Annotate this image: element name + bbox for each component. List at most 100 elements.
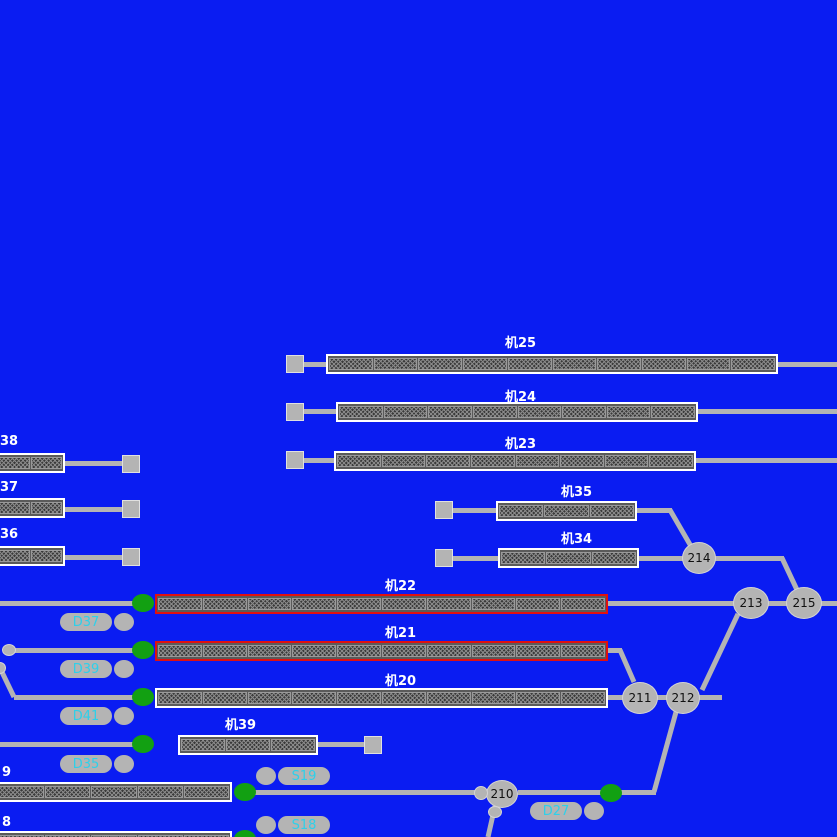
track-line: [820, 601, 837, 606]
signal-label-d39[interactable]: D39: [60, 660, 112, 678]
signal-lamp[interactable]: [114, 707, 134, 725]
end-square[interactable]: [286, 403, 304, 421]
track-segment: [292, 598, 337, 610]
track-label-34: 机34: [561, 532, 593, 547]
end-square[interactable]: [122, 455, 140, 473]
track-segment: [202, 692, 247, 704]
switch-small-node[interactable]: [474, 786, 488, 800]
track-segment: [158, 692, 202, 704]
track-18[interactable]: [0, 831, 232, 837]
track-23[interactable]: [334, 451, 696, 471]
track-segment: [651, 406, 695, 418]
track-line: [0, 742, 134, 747]
signal-label-d27[interactable]: D27: [530, 802, 582, 820]
end-square[interactable]: [364, 736, 382, 754]
track-segment: [604, 455, 649, 467]
track-line: [606, 601, 736, 606]
track-line: [620, 790, 656, 795]
track-25[interactable]: [326, 354, 778, 374]
switch-small-node[interactable]: [488, 806, 502, 818]
switch-213[interactable]: 213: [733, 587, 769, 619]
signal-label-s19[interactable]: S19: [278, 767, 330, 785]
track-segment: [158, 598, 202, 610]
track-segment: [337, 645, 381, 657]
track-segment: [641, 358, 686, 370]
track-segment: [381, 455, 426, 467]
track-35[interactable]: [496, 501, 637, 521]
track-19[interactable]: [0, 782, 232, 802]
end-square[interactable]: [435, 501, 453, 519]
green-signal-lamp[interactable]: [132, 688, 154, 706]
signal-lamp[interactable]: [256, 816, 276, 834]
end-square[interactable]: [122, 548, 140, 566]
track-20[interactable]: [155, 688, 608, 708]
track-21[interactable]: [155, 641, 608, 661]
track-segment: [649, 455, 693, 467]
track-line: [698, 695, 722, 700]
track-segment: [597, 358, 641, 370]
track-24[interactable]: [336, 402, 698, 422]
track-38[interactable]: [0, 453, 65, 473]
track-line: [638, 556, 684, 561]
track-34[interactable]: [498, 548, 639, 568]
switch-215[interactable]: 215: [786, 587, 822, 619]
track-line: [695, 458, 837, 463]
track-segment: [516, 598, 561, 610]
signal-lamp[interactable]: [114, 755, 134, 773]
track-line: [64, 507, 122, 512]
track-segment: [426, 598, 471, 610]
track-segment: [501, 552, 546, 564]
end-square[interactable]: [286, 451, 304, 469]
switch-210[interactable]: 210: [486, 780, 518, 808]
track-line: [606, 648, 622, 653]
track-37[interactable]: [0, 498, 65, 518]
track-segment: [337, 692, 381, 704]
track-line: [10, 648, 134, 653]
track-segment: [0, 550, 30, 562]
track-segment: [515, 455, 560, 467]
track-line: [636, 508, 672, 513]
track-segment: [337, 455, 381, 467]
end-square[interactable]: [435, 549, 453, 567]
track-line: [606, 695, 624, 700]
end-square[interactable]: [286, 355, 304, 373]
green-signal-lamp[interactable]: [132, 735, 154, 753]
track-segment: [158, 645, 202, 657]
switch-small-node[interactable]: [2, 644, 16, 656]
track-segment: [516, 692, 561, 704]
track-segment: [45, 786, 91, 798]
signal-lamp[interactable]: [114, 613, 134, 631]
switch-214[interactable]: 214: [682, 542, 716, 574]
green-signal-lamp[interactable]: [234, 830, 256, 837]
track-22[interactable]: [155, 594, 608, 614]
track-39[interactable]: [178, 735, 318, 755]
track-segment: [426, 455, 470, 467]
track-line: [14, 695, 134, 700]
track-line: [453, 508, 497, 513]
signal-label-d35[interactable]: D35: [60, 755, 112, 773]
switch-211[interactable]: 211: [622, 682, 658, 714]
track-segment: [589, 505, 634, 517]
track-segment: [544, 505, 589, 517]
track-line: [518, 790, 602, 795]
green-signal-lamp[interactable]: [234, 783, 256, 801]
green-signal-lamp[interactable]: [132, 641, 154, 659]
end-square[interactable]: [122, 500, 140, 518]
track-segment: [471, 598, 516, 610]
signal-label-s18[interactable]: S18: [278, 816, 330, 834]
signal-lamp[interactable]: [114, 660, 134, 678]
green-signal-lamp[interactable]: [132, 594, 154, 612]
track-line: [696, 409, 837, 414]
track-segment: [562, 406, 606, 418]
track-line: [768, 601, 788, 606]
track-line: [776, 362, 837, 367]
signal-label-d41[interactable]: D41: [60, 707, 112, 725]
signal-lamp[interactable]: [256, 767, 276, 785]
green-signal-lamp[interactable]: [600, 784, 622, 802]
track-36[interactable]: [0, 546, 65, 566]
signal-label-d37[interactable]: D37: [60, 613, 112, 631]
switch-212[interactable]: 212: [666, 682, 700, 714]
signal-lamp[interactable]: [584, 802, 604, 820]
track-label-19: 9: [2, 765, 12, 780]
